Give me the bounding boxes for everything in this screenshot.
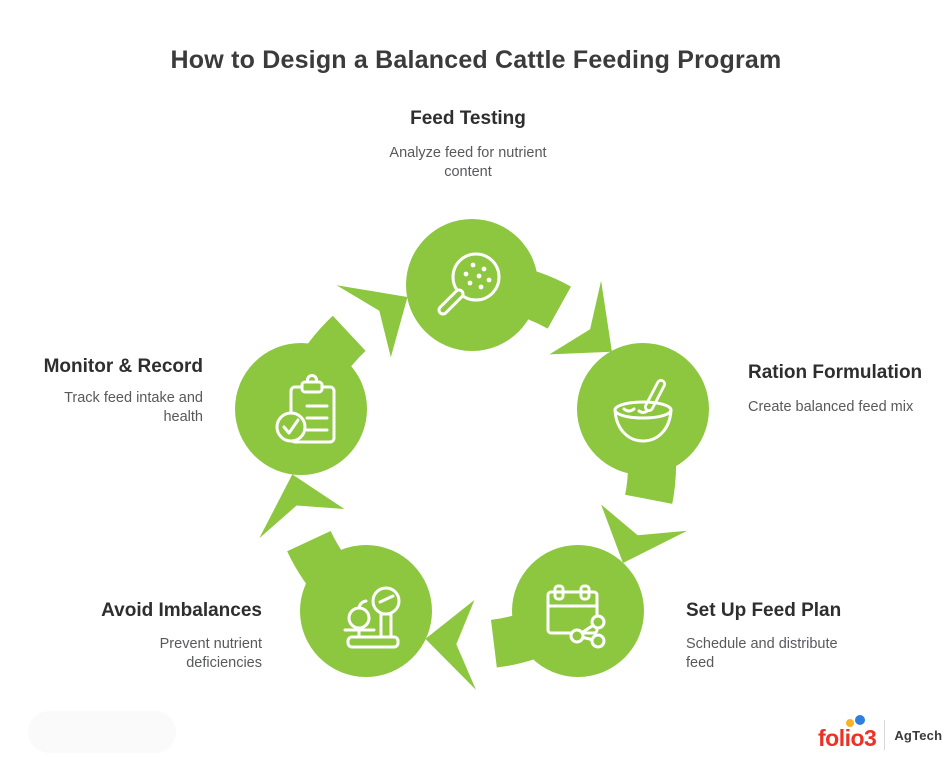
cycle-arrowhead-3 bbox=[425, 600, 476, 690]
cycle-arrowhead-1 bbox=[549, 280, 612, 355]
step-description: Schedule and distribute feed bbox=[686, 635, 838, 671]
cycle-arrowhead-2 bbox=[601, 504, 688, 563]
step-description: Analyze feed for nutrient content bbox=[389, 144, 547, 180]
step-description: Track feed intake and health bbox=[64, 389, 203, 425]
bowl-spoon-icon bbox=[613, 379, 673, 443]
watermark-blob bbox=[28, 711, 176, 753]
logo-yellow-dot-icon bbox=[846, 719, 854, 727]
step-circle-feed-testing bbox=[406, 219, 538, 351]
step-circle-monitor-record bbox=[235, 343, 367, 475]
step-label-avoid-imbalances: Avoid Imbalances Prevent nutrient defici… bbox=[42, 600, 262, 673]
folio3-brand: folio3 bbox=[818, 714, 877, 751]
logo-suffix-text: AgTech bbox=[894, 728, 943, 743]
step-label-feed-testing: Feed Testing Analyze feed for nutrient c… bbox=[336, 108, 600, 182]
step-circle-ration-formulation bbox=[577, 343, 709, 475]
step-description: Prevent nutrient deficiencies bbox=[159, 635, 262, 671]
cycle-arrowhead-4 bbox=[259, 474, 345, 539]
step-description: Create balanced feed mix bbox=[748, 398, 914, 415]
step-circle-set-up-feed-plan bbox=[512, 545, 644, 677]
step-title: Set Up Feed Plan bbox=[686, 600, 842, 621]
step-label-set-up-feed-plan: Set Up Feed Plan Schedule and distribute… bbox=[686, 600, 916, 673]
logo-brand-text: folio3 bbox=[818, 725, 877, 751]
logo-divider bbox=[884, 720, 886, 750]
page-title: How to Design a Balanced Cattle Feeding … bbox=[170, 46, 782, 74]
logo-blue-dot-icon bbox=[855, 715, 865, 725]
scale-apple-icon bbox=[343, 586, 401, 649]
step-label-monitor-record: Monitor & Record Track feed intake and h… bbox=[0, 356, 203, 427]
step-title: Ration Formulation bbox=[748, 362, 923, 383]
calendar-share-icon bbox=[546, 584, 606, 649]
magnifier-dots-icon bbox=[437, 252, 501, 316]
cycle-arrowhead-5 bbox=[336, 285, 408, 358]
step-label-ration-formulation: Ration Formulation Create balanced feed … bbox=[748, 362, 952, 417]
step-title: Monitor & Record bbox=[43, 356, 203, 377]
step-title: Avoid Imbalances bbox=[101, 600, 262, 621]
folio3-agtech-logo: folio3 AgTech bbox=[818, 714, 942, 750]
step-title: Feed Testing bbox=[410, 108, 526, 129]
cycle-ring bbox=[235, 219, 709, 690]
clipboard-check-icon bbox=[275, 374, 336, 444]
